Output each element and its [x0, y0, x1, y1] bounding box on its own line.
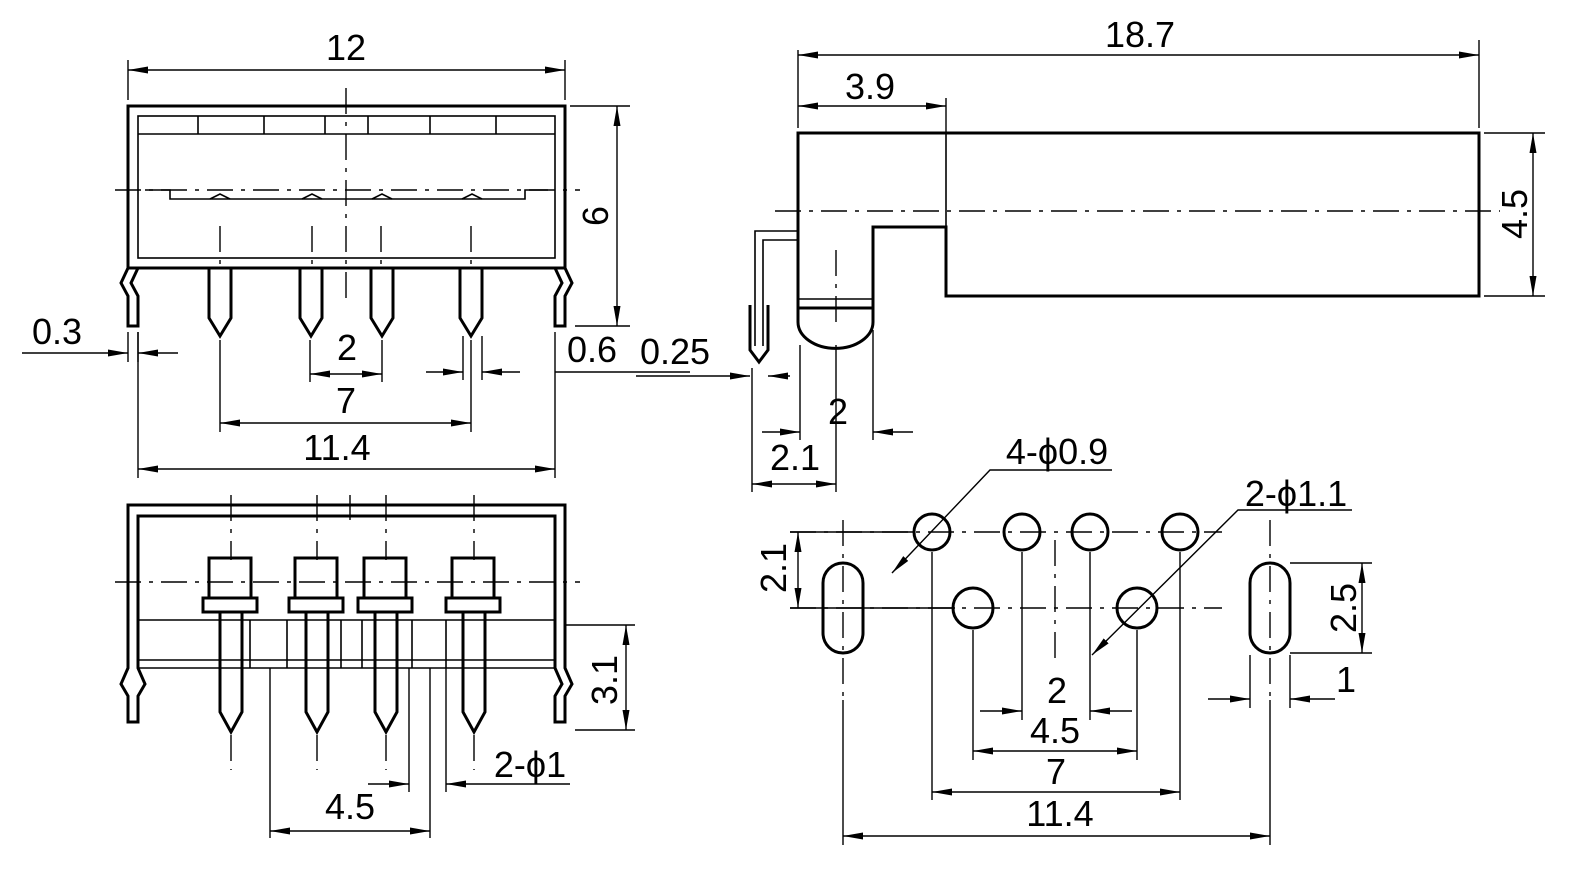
- dim-front-width: 12: [326, 27, 366, 68]
- dim-slot-offset: 2.1: [753, 543, 794, 593]
- side-view-dimensions: [636, 40, 1545, 492]
- dim-side-height: 4.5: [1494, 189, 1535, 239]
- dim-body-width: 11.4: [303, 427, 370, 468]
- dim-pin-pitch: 2: [337, 327, 357, 368]
- front-view: [115, 88, 580, 339]
- dim-bottom-span: 4.5: [325, 786, 375, 827]
- dim-slot-width: 1: [1336, 659, 1356, 700]
- dim-pin-span: 7: [336, 380, 356, 421]
- label-holes-small: 4-ϕ0.9: [1006, 431, 1108, 472]
- pcb-dimensions: [790, 531, 1372, 845]
- dim-side-lead-thickness: 0.25: [640, 331, 710, 372]
- bottom-view-dimensions: [269, 624, 635, 838]
- dim-lead-width: 0.6: [567, 329, 617, 370]
- dim-side-lead-offset: 2.1: [770, 437, 820, 478]
- side-view: [748, 131, 1500, 365]
- dim-pcb-span-mid: 4.5: [1030, 710, 1080, 751]
- dim-slot-length: 2.5: [1323, 583, 1364, 633]
- dim-front-height: 6: [575, 206, 616, 226]
- dim-bottom-height: 3.1: [584, 655, 625, 705]
- dim-pin-thickness: 0.3: [32, 311, 82, 352]
- label-holes-large: 2-ϕ1.1: [1245, 473, 1347, 514]
- bottom-view: [115, 495, 580, 770]
- dim-side-front-depth: 3.9: [845, 66, 895, 107]
- dim-side-length: 18.7: [1105, 14, 1175, 55]
- front-view-dimensions: [22, 60, 690, 478]
- dim-bottom-holes: 2-ϕ1: [494, 744, 566, 785]
- dim-pcb-span-outer: 11.4: [1026, 793, 1093, 834]
- dim-pcb-span-inner: 7: [1046, 751, 1066, 792]
- dim-side-pin-offset: 2: [828, 391, 848, 432]
- dim-pcb-pitch: 2: [1047, 670, 1067, 711]
